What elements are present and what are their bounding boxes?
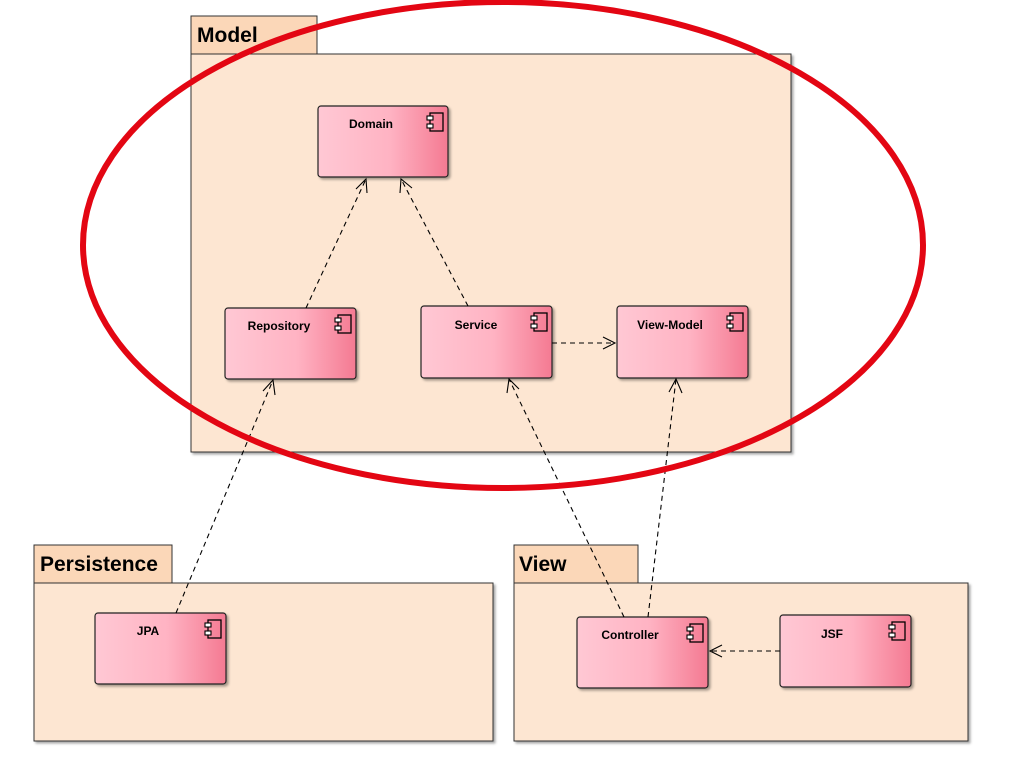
package-view-tab — [513, 544, 639, 584]
component-icon — [334, 314, 352, 334]
component-icon — [888, 621, 906, 641]
component-controller[interactable]: Controller — [576, 616, 709, 689]
package-model-title: Model — [197, 24, 258, 47]
component-jpa[interactable]: JPA — [94, 612, 227, 685]
component-jpa-label: JPA — [137, 624, 160, 638]
component-icon — [686, 623, 704, 643]
component-icon — [530, 312, 548, 332]
package-persistence-title: Persistence — [40, 553, 158, 576]
dependency-service-to-domain — [399, 177, 469, 307]
component-service-label: Service — [455, 318, 498, 332]
package-persistence[interactable]: Persistence — [33, 544, 494, 742]
component-jsf-label: JSF — [821, 627, 843, 641]
dependency-service-to-view-model — [552, 336, 617, 350]
component-icon — [726, 312, 744, 332]
component-domain[interactable]: Domain — [317, 105, 449, 178]
dependency-jsf-to-controller — [708, 644, 780, 658]
package-model[interactable]: Model — [190, 15, 792, 453]
package-view-title: View — [519, 553, 567, 576]
component-repository-label: Repository — [248, 319, 311, 333]
component-view-model-label: View-Model — [637, 318, 703, 332]
component-icon — [426, 112, 444, 132]
component-controller-label: Controller — [601, 628, 659, 642]
package-model-body — [190, 53, 792, 453]
dependency-repository-to-domain — [305, 177, 368, 309]
component-jsf[interactable]: JSF — [779, 614, 912, 688]
component-service[interactable]: Service — [420, 305, 553, 379]
component-view-model[interactable]: View-Model — [616, 305, 749, 379]
dependency-jpa-to-repository — [175, 378, 276, 614]
package-persistence-tab — [33, 544, 173, 584]
dependency-controller-to-service — [506, 377, 625, 618]
dependency-controller-to-view-model — [647, 377, 683, 618]
highlight-ellipse — [80, 0, 926, 491]
component-domain-label: Domain — [349, 117, 393, 131]
component-icon — [204, 619, 222, 639]
component-repository[interactable]: Repository — [224, 307, 357, 380]
